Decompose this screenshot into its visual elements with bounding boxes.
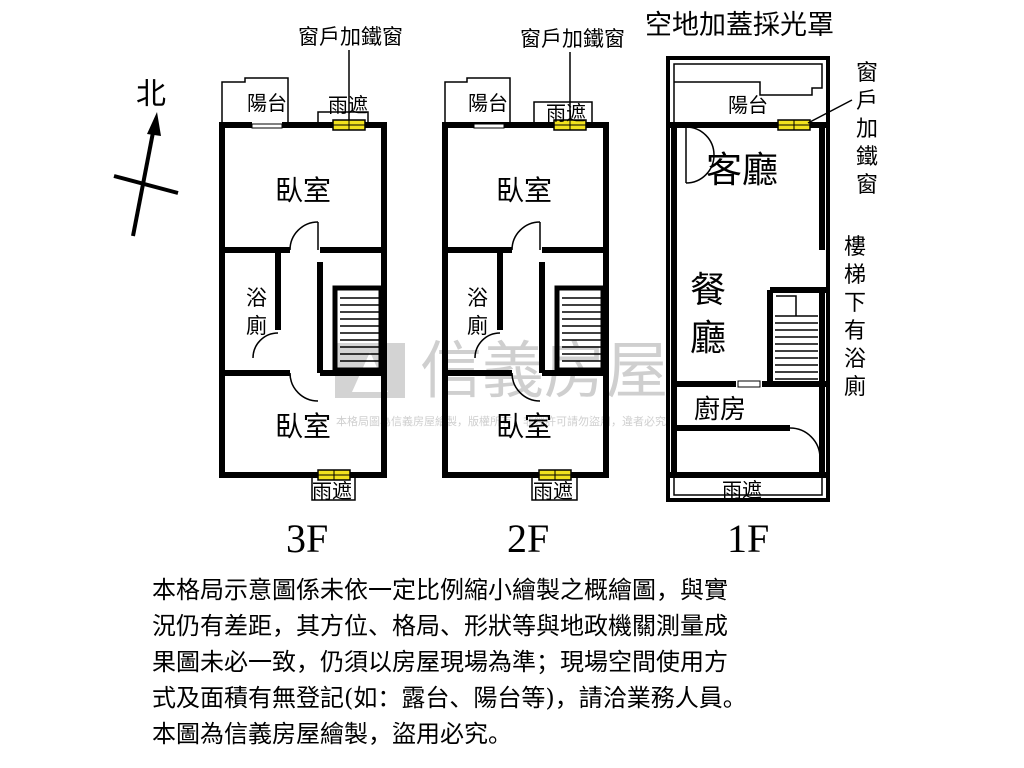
window-note-1f-c1: 窗: [856, 61, 878, 86]
disclaimer-line: 式及面積有無登記(如：露台、陽台等)，請洽業務人員。: [152, 684, 747, 712]
floor-3f: 陽台 雨遮 臥室 浴廁 臥室 雨遮 窗戶加鐵窗 3F: [219, 25, 403, 561]
stair-note-1f: 樓 梯 下 有 浴 廁: [844, 235, 873, 400]
canopy-bottom-label-2f: 雨遮: [533, 479, 573, 503]
disclaimer-line: 果圖未必一致，仍須以房屋現場為準；現場空間使用方: [152, 648, 728, 676]
stair-note-c6: 廁: [844, 375, 866, 400]
balcony-label-2f: 陽台: [468, 91, 508, 115]
stacked-char: 浴: [246, 286, 267, 310]
canopy-bottom-label-1f: 雨遮: [722, 478, 762, 502]
disclaimer-line: 本圖為信義房屋繪製，盜用必究。: [152, 720, 512, 748]
stair-note-c2: 梯: [844, 263, 866, 288]
bedroom-bottom-label-3f: 臥室: [275, 410, 331, 443]
bedroom-bottom-label-2f: 臥室: [496, 410, 552, 443]
stacked-char: 廁: [467, 314, 488, 338]
north-label: 北: [136, 77, 166, 112]
balcony-label-1f: 陽台: [728, 93, 768, 117]
bedroom-top-label-2f: 臥室: [496, 174, 552, 207]
dining-char2: 廳: [690, 318, 726, 359]
skylight-note-1f: 空地加蓋採光罩: [645, 10, 834, 41]
watermark-notice: 本格局圖為信義房屋繪製，版權所有，非經許可請勿盜用，違者必究: [336, 414, 666, 428]
canopy-top-label-2f: 雨遮: [546, 101, 586, 125]
dining-char1: 餐: [690, 270, 726, 311]
window-note-1f-c4: 鐵: [856, 145, 878, 170]
dining-label-1f: 餐 廳: [690, 270, 737, 359]
north-arrow: 北: [113, 77, 179, 237]
disclaimer-line: 況仍有差距，其方位、格局、形狀等與地政機關測量成: [152, 612, 728, 640]
floor-label-1f: 1F: [727, 516, 769, 561]
window-note-2f: 窗戶加鐵窗: [520, 27, 625, 51]
stair-note-c1: 樓: [844, 235, 866, 260]
disclaimer-line: 本格局示意圖係未依一定比例縮小繪製之概繪圖，與實: [152, 576, 728, 604]
stacked-char: 浴: [467, 286, 488, 310]
kitchen-label-1f: 廚房: [694, 395, 746, 425]
bath-label-2f: 浴廁: [467, 286, 488, 338]
disclaimer-text: 本格局示意圖係未依一定比例縮小繪製之概繪圖，與實 況仍有差距，其方位、格局、形狀…: [152, 572, 892, 752]
window-note-1f-c3: 加: [856, 117, 878, 142]
window-note-1f-c2: 戶: [856, 89, 878, 114]
window-note-1f-c5: 窗: [856, 173, 878, 198]
stair-note-c5: 浴: [844, 347, 866, 372]
stair-note-c4: 有: [844, 319, 866, 344]
stair-note-c3: 下: [844, 291, 866, 316]
canopy-top-label-3f: 雨遮: [328, 93, 368, 117]
window-note-1f: 窗 戶 加 鐵 窗: [856, 61, 885, 198]
living-label-1f: 客廳: [706, 150, 778, 191]
window-note-3f: 窗戶加鐵窗: [298, 25, 403, 49]
floor-1f: 空地加蓋採光罩 陽台 客廳 餐 廳 廚房 雨遮 窗 戶 加 鐵 窗 樓 梯 下 …: [645, 10, 885, 561]
bedroom-top-label-3f: 臥室: [275, 174, 331, 207]
canopy-bottom-label-3f: 雨遮: [312, 479, 352, 503]
stacked-char: 廁: [246, 314, 267, 338]
bath-label-3f: 浴廁: [246, 286, 267, 338]
floor-label-2f: 2F: [507, 516, 549, 561]
balcony-label-3f: 陽台: [247, 91, 287, 115]
floor-label-3f: 3F: [286, 516, 328, 561]
floor-2f: 陽台 雨遮 臥室 浴廁 臥室 雨遮 窗戶加鐵窗 2F: [442, 27, 625, 561]
